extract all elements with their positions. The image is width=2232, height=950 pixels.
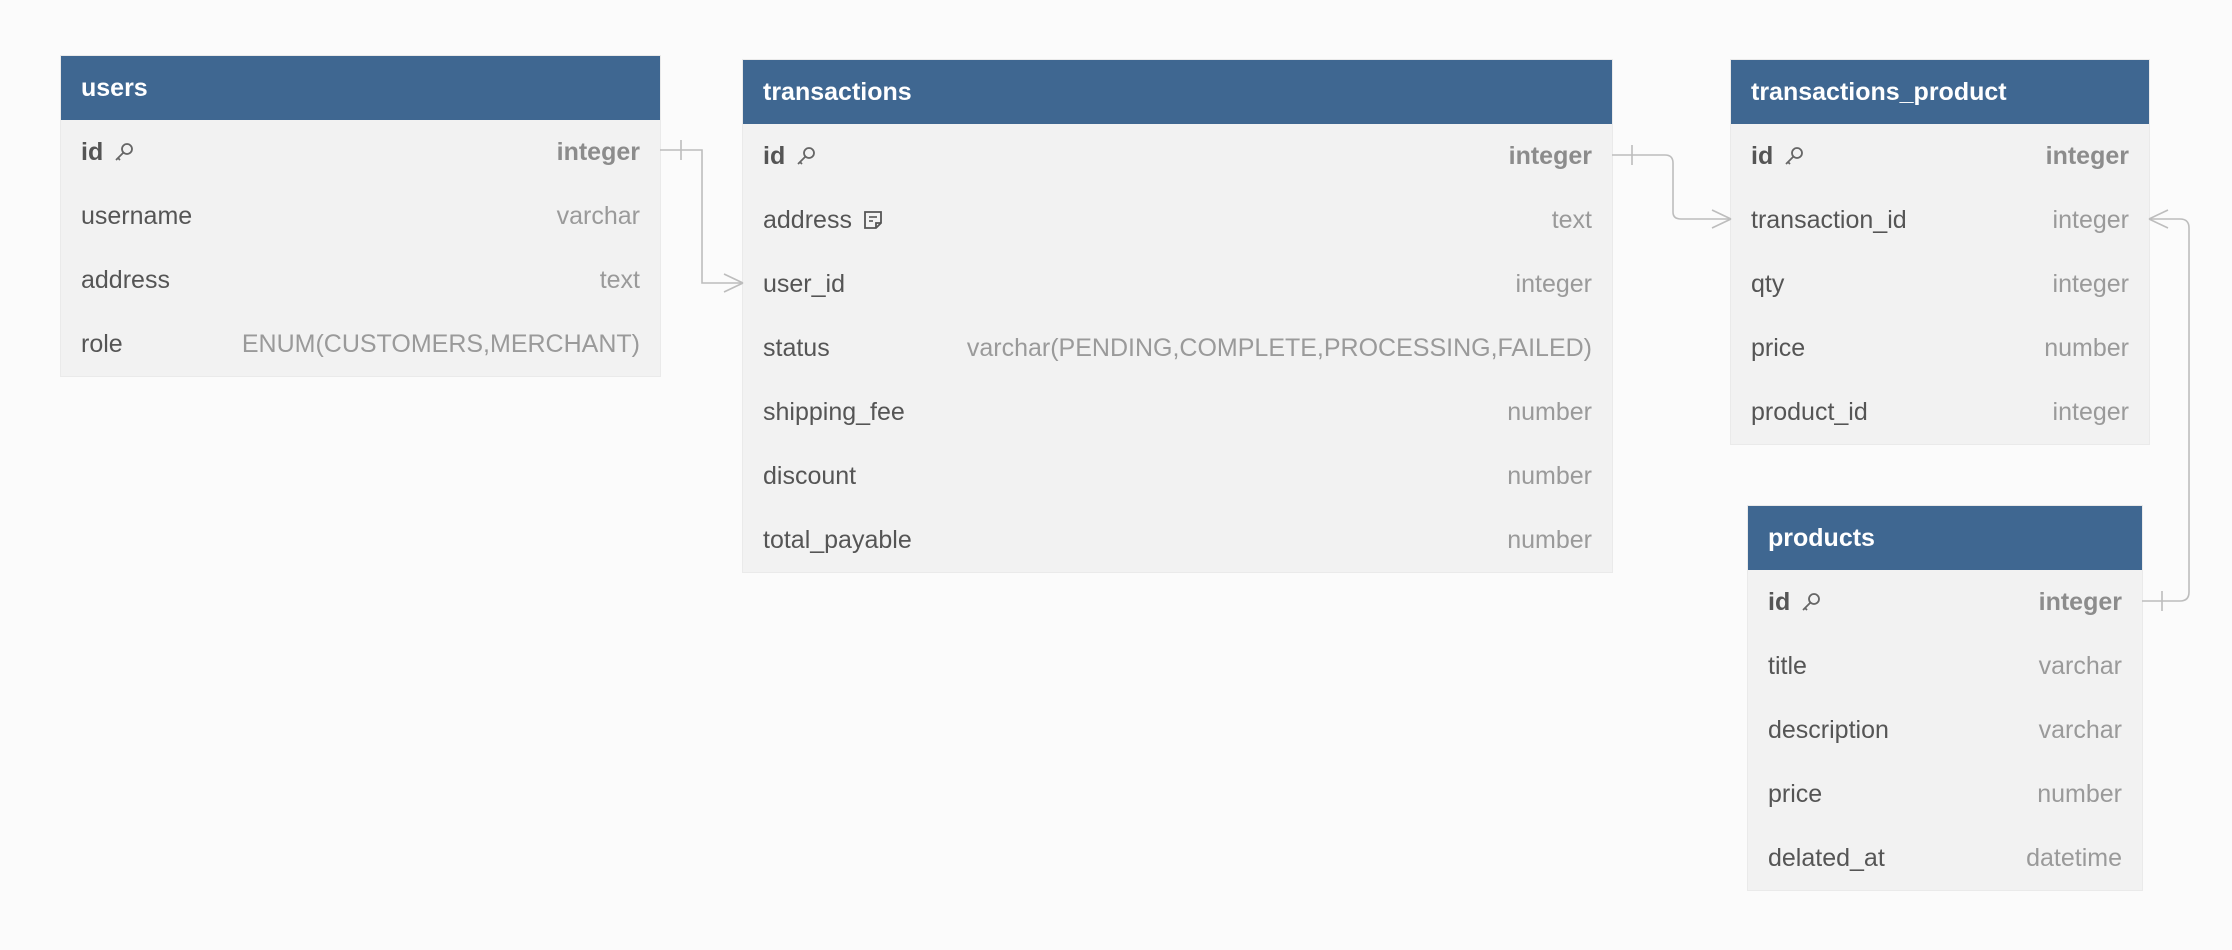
- column-type: number: [1507, 397, 1592, 426]
- column-row[interactable]: id integer: [1731, 124, 2149, 188]
- column-row[interactable]: price number: [1748, 762, 2142, 826]
- column-name: id: [81, 137, 104, 166]
- key-icon: [1799, 590, 1823, 614]
- key-icon: [1782, 144, 1806, 168]
- column-type: text: [599, 265, 640, 294]
- column-name: status: [763, 333, 830, 362]
- column-name: user_id: [763, 269, 845, 298]
- table-header-transactions[interactable]: transactions: [743, 60, 1612, 124]
- relation-products-transactions-product[interactable]: [2142, 209, 2190, 611]
- column-name: transaction_id: [1751, 205, 1907, 234]
- column-name: price: [1751, 333, 1806, 362]
- column-name: id: [763, 141, 786, 170]
- table-header-transactions-product[interactable]: transactions_product: [1731, 60, 2149, 124]
- table-header-users[interactable]: users: [61, 56, 660, 120]
- column-name: title: [1768, 651, 1807, 680]
- column-row[interactable]: username varchar: [61, 184, 660, 248]
- column-type: varchar: [2038, 651, 2122, 680]
- column-name: description: [1768, 715, 1889, 744]
- table-transactions[interactable]: transactions id integer address text use…: [743, 60, 1612, 572]
- column-name: product_id: [1751, 397, 1868, 426]
- column-row[interactable]: shipping_fee number: [743, 380, 1612, 444]
- column-row[interactable]: id integer: [1748, 570, 2142, 634]
- column-type: number: [1507, 461, 1592, 490]
- column-name: address: [763, 205, 852, 234]
- column-name: id: [1751, 141, 1774, 170]
- column-type: integer: [1508, 141, 1592, 170]
- column-type: integer: [2038, 587, 2122, 616]
- column-row[interactable]: price number: [1731, 316, 2149, 380]
- column-type: integer: [2052, 205, 2129, 234]
- column-row[interactable]: status varchar(PENDING,COMPLETE,PROCESSI…: [743, 316, 1612, 380]
- column-row[interactable]: id integer: [743, 124, 1612, 188]
- column-type: integer: [556, 137, 640, 166]
- column-type: varchar(PENDING,COMPLETE,PROCESSING,FAIL…: [966, 333, 1592, 362]
- column-type: datetime: [2026, 843, 2122, 872]
- note-icon[interactable]: [861, 208, 885, 232]
- column-type: integer: [2045, 141, 2129, 170]
- column-row[interactable]: user_id integer: [743, 252, 1612, 316]
- column-name: username: [81, 201, 193, 230]
- table-products[interactable]: products id integer title varchar descri…: [1748, 506, 2142, 890]
- column-row[interactable]: address text: [61, 248, 660, 312]
- column-type: ENUM(CUSTOMERS,MERCHANT): [241, 329, 640, 358]
- column-name: qty: [1751, 269, 1785, 298]
- key-icon: [794, 144, 818, 168]
- column-row[interactable]: product_id integer: [1731, 380, 2149, 444]
- column-row[interactable]: id integer: [61, 120, 660, 184]
- column-row[interactable]: total_payable number: [743, 508, 1612, 572]
- table-users[interactable]: users id integer username varchar addres…: [61, 56, 660, 376]
- column-row[interactable]: title varchar: [1748, 634, 2142, 698]
- column-type: integer: [1515, 269, 1592, 298]
- column-type: number: [2037, 779, 2122, 808]
- column-row[interactable]: delated_at datetime: [1748, 826, 2142, 890]
- column-type: integer: [2052, 397, 2129, 426]
- key-icon: [112, 140, 136, 164]
- column-row[interactable]: address text: [743, 188, 1612, 252]
- column-type: text: [1551, 205, 1592, 234]
- table-header-products[interactable]: products: [1748, 506, 2142, 570]
- column-name: address: [81, 265, 170, 294]
- column-name: price: [1768, 779, 1823, 808]
- column-row[interactable]: description varchar: [1748, 698, 2142, 762]
- column-row[interactable]: transaction_id integer: [1731, 188, 2149, 252]
- column-name: shipping_fee: [763, 397, 905, 426]
- relation-transactions-transactions-product[interactable]: [1612, 145, 1732, 229]
- column-type: number: [1507, 525, 1592, 554]
- column-row[interactable]: role ENUM(CUSTOMERS,MERCHANT): [61, 312, 660, 376]
- relation-users-transactions[interactable]: [660, 140, 744, 293]
- column-name: role: [81, 329, 123, 358]
- column-row[interactable]: discount number: [743, 444, 1612, 508]
- column-row[interactable]: qty integer: [1731, 252, 2149, 316]
- column-name: total_payable: [763, 525, 912, 554]
- column-name: id: [1768, 587, 1791, 616]
- table-transactions-product[interactable]: transactions_product id integer transact…: [1731, 60, 2149, 444]
- column-type: number: [2044, 333, 2129, 362]
- column-type: varchar: [2038, 715, 2122, 744]
- column-name: discount: [763, 461, 857, 490]
- column-type: integer: [2052, 269, 2129, 298]
- column-type: varchar: [556, 201, 640, 230]
- column-name: delated_at: [1768, 843, 1885, 872]
